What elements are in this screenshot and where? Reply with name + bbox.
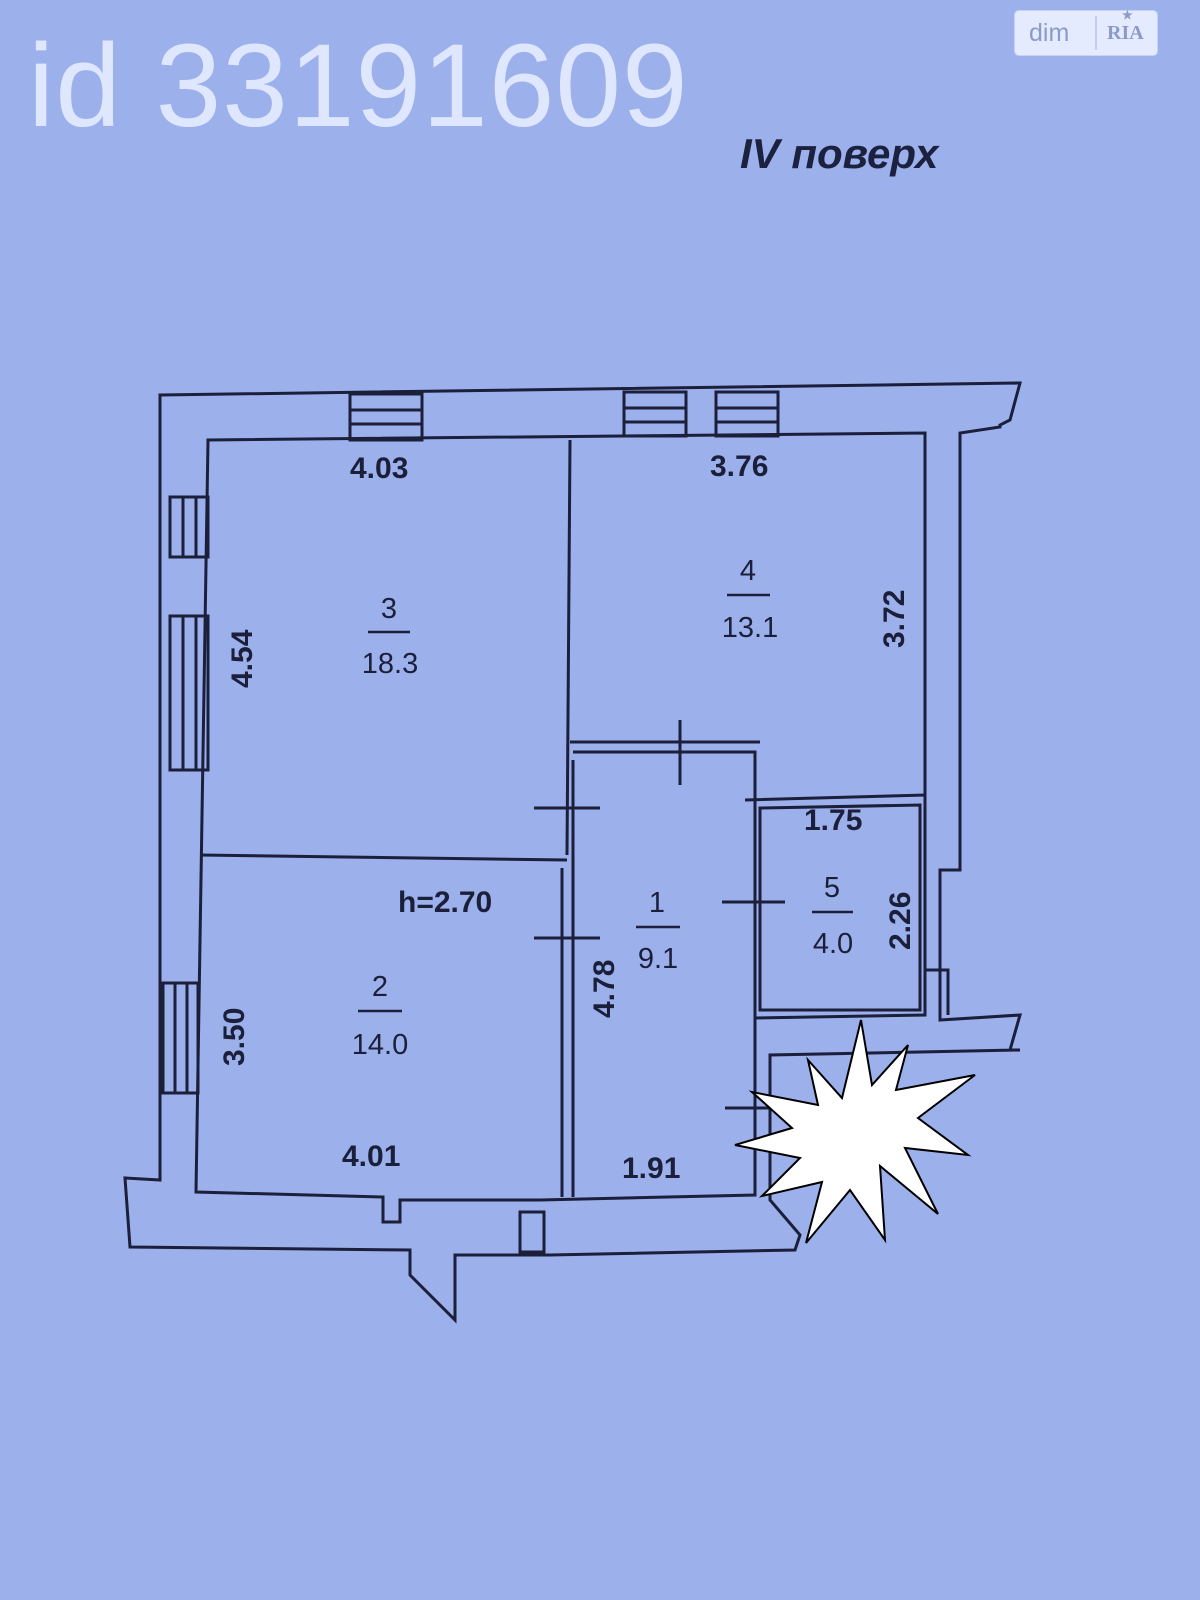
dim-room2-height: 3.50	[218, 1008, 251, 1066]
dim-ria-logo: dim RIA ★	[1014, 8, 1158, 56]
room-5-label: 5 4.0	[812, 872, 853, 960]
room-area: 18.3	[362, 648, 418, 680]
window-room2-left	[161, 981, 200, 1095]
floor-label: IV поверх	[740, 130, 939, 177]
room-number: 2	[372, 971, 388, 1003]
room-2-label: 2 14.0	[352, 971, 408, 1061]
partition-hall-top	[573, 750, 757, 1018]
dim-room5-height: 2.26	[884, 892, 917, 950]
partition-room3-room4	[565, 439, 572, 856]
entrance-niche	[518, 1210, 546, 1254]
room-number: 5	[824, 872, 840, 904]
partition-room5-inner	[758, 803, 922, 1012]
window-room3-top	[348, 392, 424, 442]
window-room4-top-2	[714, 390, 780, 438]
dim-room3-height: 4.54	[226, 629, 259, 688]
room-4-label: 4 13.1	[722, 555, 778, 644]
room-3-label: 3 18.3	[362, 593, 418, 680]
dim-room4-width: 3.76	[710, 450, 768, 483]
room-area: 13.1	[722, 612, 778, 644]
room-1-label: 1 9.1	[636, 887, 680, 975]
logo-divider	[1095, 16, 1097, 50]
dim-room3-width: 4.03	[350, 452, 408, 485]
logo-ria-text: RIA ★	[1107, 8, 1144, 45]
logo-ria-label: RIA	[1107, 21, 1144, 44]
listing-id-watermark: id 33191609	[28, 20, 689, 152]
window-room4-top-1	[622, 390, 688, 438]
logo-star-icon: ★	[1122, 7, 1133, 22]
room-number: 4	[740, 555, 756, 587]
dim-room4-height: 3.72	[878, 590, 911, 648]
logo-dim-text: dim	[1029, 18, 1070, 47]
partition-room3-room2	[199, 853, 568, 862]
window-room3-left-2	[168, 614, 210, 772]
room-number: 1	[649, 887, 665, 919]
outer-wall	[123, 381, 1023, 1324]
ceiling-height: h=2.70	[398, 886, 492, 919]
dim-room1-width: 1.91	[622, 1152, 680, 1185]
room-area: 14.0	[352, 1029, 408, 1061]
room-area: 9.1	[638, 943, 678, 975]
room-area: 4.0	[813, 928, 853, 960]
dim-room1-height: 4.78	[588, 960, 621, 1018]
dim-room2-width: 4.01	[342, 1140, 400, 1173]
star-burst-overlay	[734, 1019, 976, 1244]
dim-room5-width: 1.75	[804, 804, 862, 837]
partition-room5	[744, 793, 950, 1015]
window-room3-left-1	[168, 495, 210, 559]
room-number: 3	[381, 593, 397, 625]
